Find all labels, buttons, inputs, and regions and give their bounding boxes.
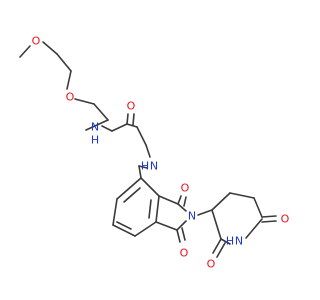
bond (220, 238, 231, 245)
bond (140, 177, 160, 197)
bond (123, 187, 141, 203)
bond (176, 229, 181, 243)
bond (134, 221, 157, 237)
bond (112, 224, 136, 237)
aryl-amine-hydrogen: H (141, 160, 149, 173)
bond (261, 215, 277, 218)
aryl-amine-nitrogen: N (150, 160, 158, 173)
amide-nitrogen: N (91, 121, 99, 134)
bond (197, 209, 213, 216)
amide-oxygen: O (127, 100, 136, 113)
bond (216, 242, 226, 258)
bond (253, 197, 263, 218)
bond (42, 41, 58, 55)
bond (85, 119, 109, 131)
bond (111, 123, 128, 132)
bond (116, 221, 132, 230)
bond (155, 221, 178, 231)
bond (101, 125, 113, 132)
glutarimide-nitrogen: N (235, 235, 243, 248)
amide-hydrogen: H (91, 134, 99, 147)
bond (261, 220, 277, 223)
imide-nitrogen: N (188, 210, 196, 223)
bond (132, 113, 135, 126)
bond (126, 123, 138, 128)
bond (112, 198, 118, 226)
bond (136, 126, 147, 146)
glutarimide-hydrogen: H (226, 235, 234, 248)
glutarimide-oxygen-left: O (207, 258, 216, 271)
bond (245, 218, 263, 239)
ether-oxygen-top: O (32, 35, 41, 48)
bond (116, 177, 142, 200)
bond (211, 209, 222, 240)
imide-oxygen-bottom: O (180, 247, 189, 260)
bond (155, 195, 160, 223)
bond (138, 165, 148, 169)
bond (145, 144, 151, 158)
bond (19, 45, 31, 58)
bond (66, 70, 72, 90)
bond (56, 53, 72, 72)
bond (177, 195, 182, 205)
bond (229, 192, 255, 199)
bond (176, 220, 187, 231)
structure-svg: O O N H O N H O N O O N H O (19, 35, 290, 271)
bond (158, 195, 179, 205)
bond (212, 238, 222, 254)
bond (148, 199, 152, 219)
bond (183, 196, 187, 207)
bond (181, 227, 186, 241)
bond (211, 192, 231, 211)
molecule-diagram: O O N H O N H O N O O N H O (19, 35, 290, 271)
bond (177, 203, 187, 212)
bonds (19, 41, 277, 258)
bond (93, 103, 109, 121)
ether-oxygen-mid: O (66, 91, 75, 104)
bond (74, 98, 95, 105)
bond (126, 113, 129, 125)
atom-labels: O O N H O N H O N O O N H O (32, 35, 290, 271)
bond (138, 165, 142, 179)
imide-oxygen-top: O (181, 182, 190, 195)
glutarimide-oxygen-right: O (281, 213, 290, 226)
